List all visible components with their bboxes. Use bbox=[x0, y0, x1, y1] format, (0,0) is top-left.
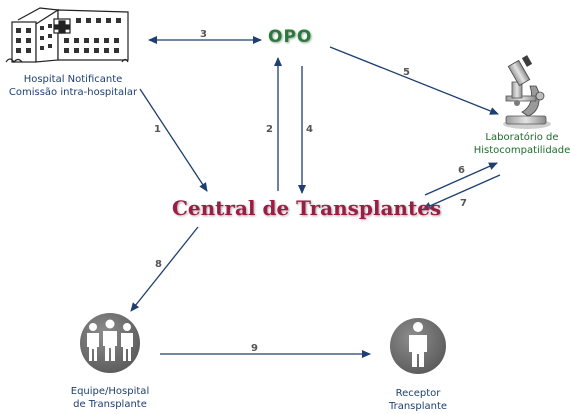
team-label-line2: de Transplante bbox=[73, 399, 147, 410]
edge-2-label: 2 bbox=[266, 124, 273, 135]
microscope-icon bbox=[503, 55, 551, 129]
edge-3-label: 3 bbox=[200, 29, 207, 40]
group-people-icon bbox=[80, 313, 140, 373]
hospital-label-line2: Comissão intra-hospitalar bbox=[8, 87, 138, 98]
edge-6-label: 6 bbox=[458, 165, 465, 176]
hospital-label: Hospital Notificante Comissão intra-hosp… bbox=[3, 73, 143, 99]
edge-7-arrow bbox=[422, 174, 501, 210]
edge-4-label: 4 bbox=[306, 124, 313, 135]
laboratory-label-line2: Histocompatilidade bbox=[473, 145, 570, 156]
edge-8-arrow bbox=[130, 226, 199, 312]
opo-node: OPO bbox=[268, 27, 313, 47]
edge-8-label: 8 bbox=[155, 259, 162, 270]
edge-9-label: 9 bbox=[251, 343, 258, 354]
person-icon bbox=[390, 318, 446, 374]
receptor-label-line1: Receptor bbox=[395, 388, 441, 399]
edge-5-arrow bbox=[329, 46, 499, 115]
central-node: Central de Transplantes bbox=[172, 196, 442, 220]
receptor-label: Receptor Transplante bbox=[368, 387, 468, 413]
edge-6-arrow bbox=[424, 162, 498, 196]
edge-1-label: 1 bbox=[154, 124, 161, 135]
edge-7-label: 7 bbox=[460, 198, 467, 209]
hospital-building-icon bbox=[5, 7, 129, 64]
receptor-label-line2: Transplante bbox=[388, 401, 448, 412]
hospital-label-line1: Hospital Notificante bbox=[23, 74, 123, 85]
team-label-line1: Equipe/Hospital bbox=[70, 386, 150, 397]
laboratory-label-line1: Laboratório de bbox=[485, 132, 559, 143]
laboratory-label: Laboratório de Histocompatilidade bbox=[462, 131, 570, 157]
edge-5-label: 5 bbox=[403, 67, 410, 78]
team-label: Equipe/Hospital de Transplante bbox=[50, 385, 170, 411]
edge-1-arrow bbox=[139, 88, 208, 192]
